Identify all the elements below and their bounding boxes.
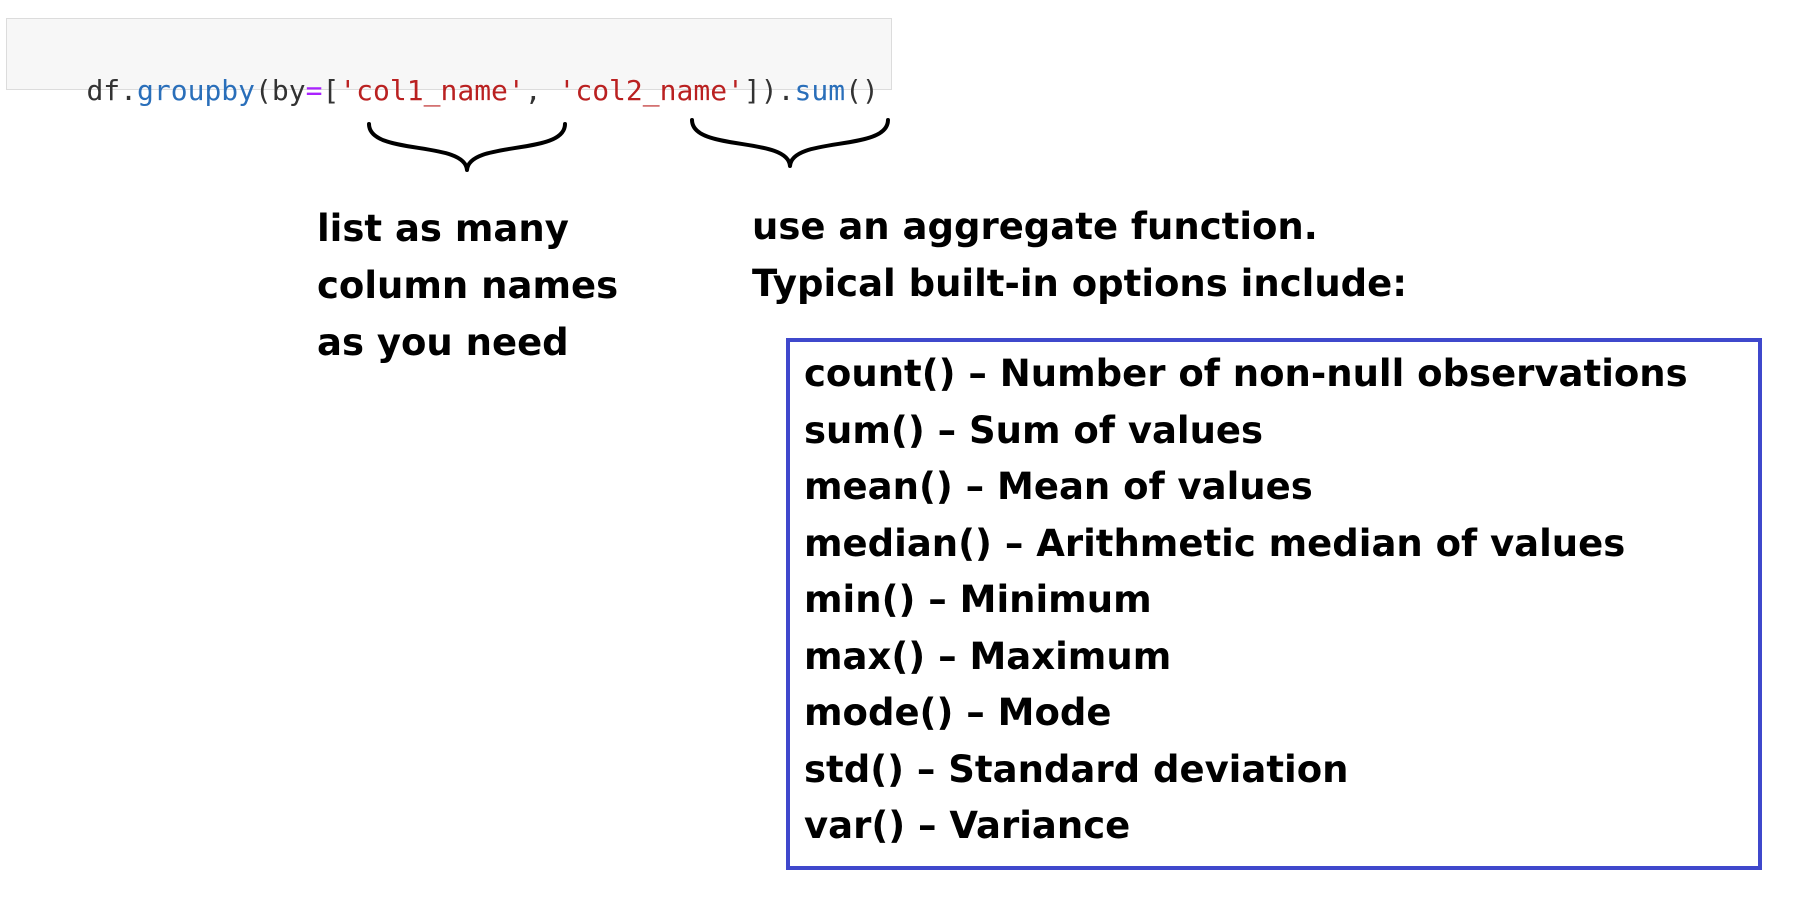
aggregate-annotation-line: use an aggregate function. (752, 205, 1318, 248)
code-token-by: (by (255, 74, 306, 107)
code-cell: df.groupby(by=['col1_name', 'col2_name']… (6, 18, 892, 107)
code-token-equals: = (305, 74, 323, 107)
code-token-col2: 'col2_name' (558, 74, 744, 107)
columns-annotation: list as many column names as you need (317, 200, 618, 371)
option-var: var() – Variance (804, 804, 1131, 847)
option-min: min() – Minimum (804, 578, 1152, 621)
code-token-open-bracket: [ (322, 74, 340, 107)
code-line: df.groupby(by=['col1_name', 'col2_name']… (19, 37, 879, 145)
aggregate-annotation-line: Typical built-in options include: (752, 262, 1408, 305)
code-token-sum: sum (794, 74, 846, 107)
option-sum: sum() – Sum of values (804, 408, 1264, 452)
code-token-comma: , (524, 74, 559, 107)
option-max: max() – Maximum (804, 634, 1172, 678)
code-token-close: ]). (743, 74, 795, 107)
code-token-groupby: groupby (137, 74, 256, 107)
aggregate-options-box: count() – Number of non-null observation… (786, 338, 1762, 870)
aggregate-options-list: count() – Number of non-null observation… (804, 346, 1688, 855)
code-token-df: df. (86, 74, 138, 107)
columns-annotation-line: list as many (317, 207, 569, 250)
brace-aggregate-icon (690, 118, 890, 168)
option-std: std() – Standard deviation (804, 747, 1349, 791)
brace-columns-icon (367, 122, 567, 172)
aggregate-annotation: use an aggregate function. Typical built… (752, 198, 1407, 312)
option-median: median() – Arithmetic median of values (804, 521, 1626, 565)
option-mode: mode() – Mode (804, 691, 1112, 734)
code-token-parens: () (845, 74, 879, 107)
option-mean: mean() – Mean of values (804, 465, 1313, 508)
columns-annotation-line: column names (317, 264, 619, 307)
code-token-col1: 'col1_name' (339, 74, 525, 107)
option-count: count() – Number of non-null observation… (804, 352, 1688, 395)
columns-annotation-line: as you need (317, 321, 569, 364)
